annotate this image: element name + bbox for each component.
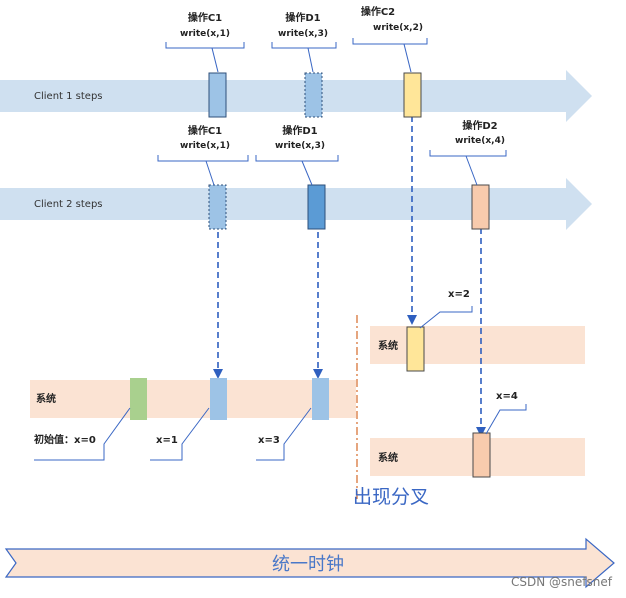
client2-op-c1-ghost[interactable] [208,184,227,230]
client2-lane: Client 2 steps [0,178,592,230]
clock-arrow: 统一时钟 [4,537,615,589]
branch1-value-bracket [419,306,473,329]
client2-c1-title: 操作C1 [188,124,222,137]
clock-label: 统一时钟 [272,554,344,575]
client2-lane-label: Client 2 steps [34,199,103,210]
system-op-d1[interactable] [312,378,329,420]
system-value-after-c1: x=1 [156,435,178,446]
client1-op-d1-ghost[interactable] [304,72,323,118]
init-bracket [34,407,131,461]
d1-bracket [256,407,312,461]
branch-value-brackets [419,306,527,435]
branch2-value: x=4 [496,391,518,402]
client2-d2-call: write(x,4) [455,136,505,146]
client1-c1-title: 操作C1 [188,11,222,24]
system-op-init[interactable] [130,378,147,420]
client1-c2-leader [403,43,412,73]
client2-d1-leader [301,160,313,186]
system-main-label: 系统 [36,392,56,405]
system-branch1-rect [370,326,585,364]
client1-lane: Client 1 steps [0,70,592,122]
system-branch1-label: 系统 [378,339,398,352]
system-main-rect [30,380,356,418]
fork-label: 出现分叉 [353,486,429,508]
system-branch1-op-c2[interactable] [406,326,425,372]
system-main-band: 系统 [30,380,356,418]
branch1-value: x=2 [448,289,470,300]
system-value-after-d1: x=3 [258,435,280,446]
client1-op-c1[interactable] [208,72,227,118]
client2-ops [208,184,490,230]
client1-c1-leader [211,47,219,73]
client2-d2-title: 操作D2 [462,119,497,132]
system-branch1-band: 系统 [370,326,585,364]
client2-c1-leader [205,160,215,186]
client1-c2-call: write(x,2) [373,23,423,33]
client2-c1-call: write(x,1) [180,141,230,151]
watermark: CSDN @snefsnef [511,575,613,589]
client1-c1-bracket [165,42,245,49]
client1-d1-bracket [271,42,337,49]
client2-d2-bracket [429,150,507,157]
system-branch2-op-d2[interactable] [472,432,491,478]
client2-callouts [157,150,507,186]
client2-op-d1[interactable] [307,184,326,230]
client2-d1-title: 操作D1 [282,124,317,137]
system-branch2-label: 系统 [378,451,398,464]
client2-c1-bracket [157,155,249,162]
client2-d2-leader [465,155,478,186]
client1-lane-label: Client 1 steps [34,91,103,102]
client2-d1-call: write(x,3) [275,141,325,151]
system-op-c1[interactable] [210,378,227,420]
client2-op-d2[interactable] [471,184,490,230]
client1-c2-bracket [352,38,428,45]
system-initial-value: 初始值：x=0 [34,433,96,446]
client1-d1-call: write(x,3) [278,29,328,39]
client1-c1-call: write(x,1) [180,29,230,39]
propagation-arrows [213,116,486,437]
client1-ops [208,72,422,118]
client2-d1-bracket [255,155,339,162]
branch2-value-bracket [485,404,527,435]
system-value-brackets [34,407,312,461]
client1-d1-leader [307,47,314,73]
client1-callouts [165,38,428,73]
client1-lane-arrow [0,70,592,122]
client1-d1-title: 操作D1 [285,11,320,24]
c1-bracket [150,407,210,461]
client1-c2-title: 操作C2 [361,5,395,18]
client2-lane-arrow [0,178,592,230]
system-main-ops [130,378,329,420]
client1-op-c2[interactable] [403,72,422,118]
clock-arrow-shape [4,537,615,589]
